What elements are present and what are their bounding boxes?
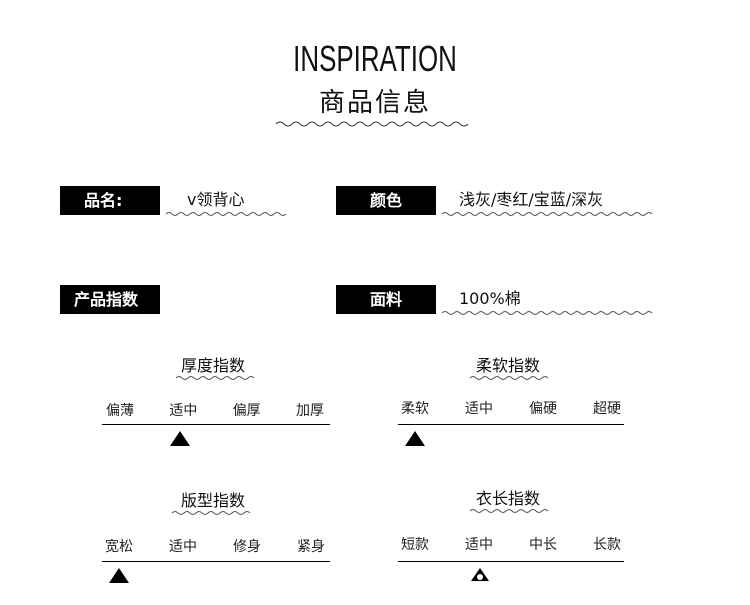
fit-option: 修身 xyxy=(233,539,261,555)
fit-indicator-icon xyxy=(109,568,129,583)
name-label-text: 品名: xyxy=(84,191,123,210)
color-label-text: 颜色 xyxy=(369,191,402,210)
thickness-option: 加厚 xyxy=(295,403,324,419)
softness-options: 柔软 适中 偏硬 超硬 xyxy=(395,398,627,418)
fabric-value: 100%棉 xyxy=(459,289,521,308)
length-option: 长款 xyxy=(593,537,621,553)
length-title-wave xyxy=(469,509,549,513)
fabric-value-underline xyxy=(441,311,653,315)
header-title-cn: 商品信息 xyxy=(318,88,431,118)
fit-scale-line xyxy=(102,561,330,562)
length-option: 短款 xyxy=(401,537,429,553)
color-value-underline xyxy=(441,212,653,216)
thickness-title: 厚度指数 xyxy=(180,356,245,375)
length-options: 短款 适中 中长 长款 xyxy=(395,534,627,554)
fabric-label-text: 面料 xyxy=(369,290,402,309)
length-option: 中长 xyxy=(529,537,557,553)
softness-option: 适中 xyxy=(465,401,493,417)
softness-scale-line xyxy=(398,424,624,425)
length-scale-line xyxy=(398,561,624,562)
name-value: v领背心 xyxy=(187,190,245,209)
softness-option: 超硬 xyxy=(593,401,621,417)
thickness-scale-line xyxy=(102,424,330,425)
thickness-option: 偏厚 xyxy=(232,403,261,419)
header-wave-divider xyxy=(275,121,469,127)
color-label: 颜色 xyxy=(336,186,436,215)
softness-title: 柔软指数 xyxy=(475,356,540,375)
length-indicator-icon xyxy=(471,568,489,581)
thickness-indicator-icon xyxy=(170,431,190,446)
color-value: 浅灰/枣红/宝蓝/深灰 xyxy=(459,190,604,209)
product-index-label-text: 产品指数 xyxy=(74,290,139,309)
length-title: 衣长指数 xyxy=(475,489,540,508)
softness-option: 偏硬 xyxy=(529,401,557,417)
softness-indicator-icon xyxy=(405,431,425,446)
thickness-title-wave xyxy=(175,376,255,380)
fit-option: 宽松 xyxy=(105,539,133,555)
length-option: 适中 xyxy=(465,537,493,553)
fit-options: 宽松 适中 修身 紧身 xyxy=(99,536,331,556)
name-value-underline xyxy=(165,212,287,216)
fit-title-wave xyxy=(171,511,251,515)
thickness-option: 适中 xyxy=(169,403,198,419)
fit-option: 紧身 xyxy=(297,539,325,555)
name-label: 品名: xyxy=(60,186,160,215)
thickness-option: 偏薄 xyxy=(106,403,134,419)
fit-option: 适中 xyxy=(169,539,197,555)
fit-title: 版型指数 xyxy=(180,491,245,510)
softness-title-wave xyxy=(469,376,549,380)
product-index-label: 产品指数 xyxy=(60,285,160,314)
header-title-en: INSPIRATION xyxy=(293,38,457,79)
softness-option: 柔软 xyxy=(401,401,429,417)
thickness-options: 偏薄 适中 偏厚 加厚 xyxy=(100,400,330,420)
fabric-label: 面料 xyxy=(336,285,436,314)
